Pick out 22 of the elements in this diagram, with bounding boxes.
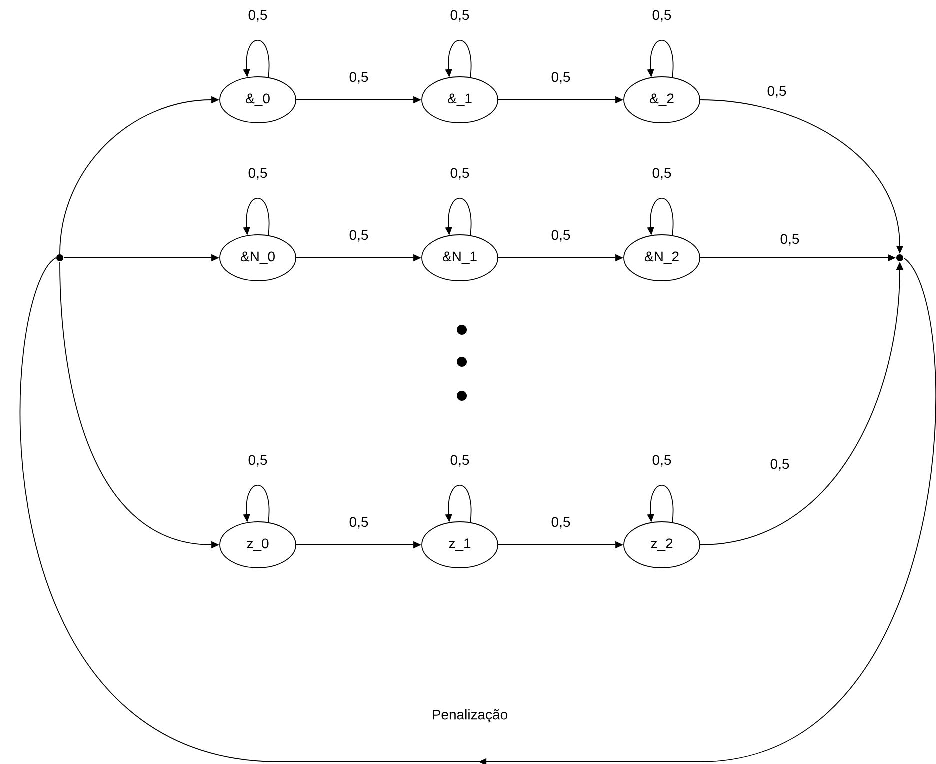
edge-label: 0,5 [769, 458, 791, 472]
edge-label: 0,5 [449, 454, 471, 468]
edge-label: 0,5 [247, 454, 269, 468]
edge-label: 0,5 [348, 71, 370, 85]
edge-label: 0,5 [651, 167, 673, 181]
edge-label: Penalização [430, 708, 510, 724]
edge-label: 0,5 [247, 9, 269, 23]
edge-label: 0,5 [247, 167, 269, 181]
edge-label: 0,5 [348, 229, 370, 243]
edge-label: 0,5 [651, 454, 673, 468]
edge-label: 0,5 [550, 516, 572, 530]
junction-dot [896, 254, 904, 262]
edge-label: 0,5 [651, 9, 673, 23]
edge-label: 0,5 [766, 85, 788, 99]
edge-label: 0,5 [550, 229, 572, 243]
junction-dot [56, 254, 64, 262]
edge-label: 0,5 [779, 233, 801, 247]
edge-label: 0,5 [348, 516, 370, 530]
edge-label: 0,5 [449, 167, 471, 181]
arrow [20, 258, 936, 764]
edge-label: 0,5 [449, 9, 471, 23]
edge-label: 0,5 [550, 71, 572, 85]
